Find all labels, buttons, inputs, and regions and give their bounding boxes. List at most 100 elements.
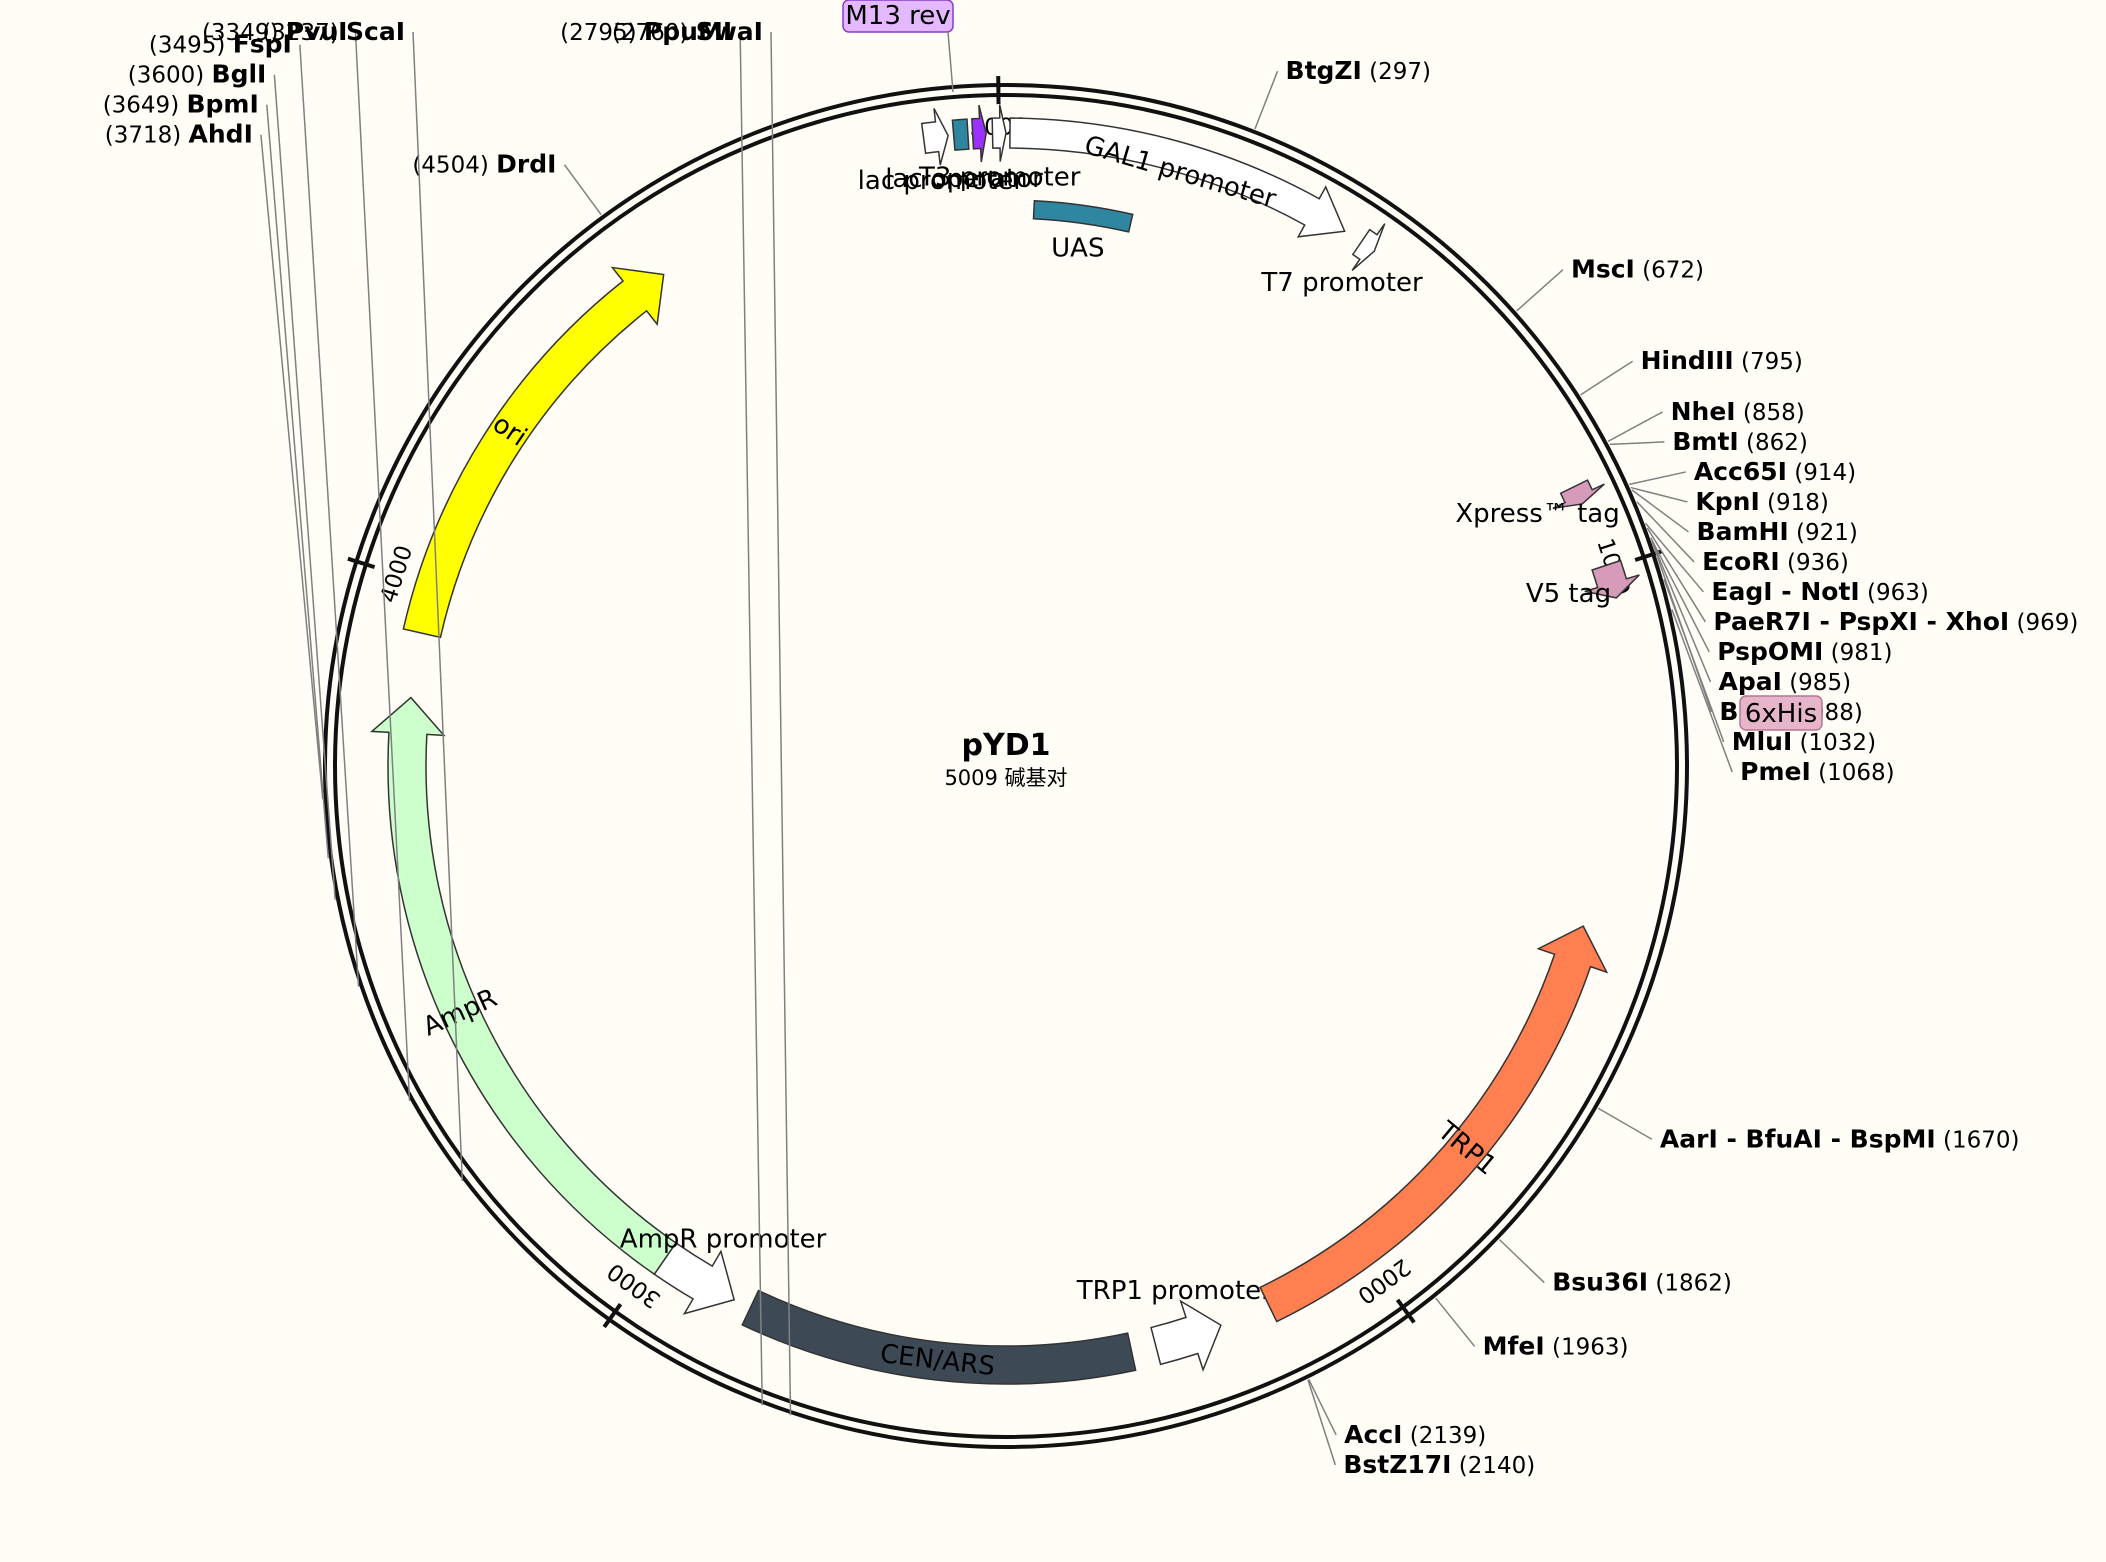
site-position: (3237) <box>262 20 346 46</box>
t7-promoter-shape <box>1351 223 1386 271</box>
uas-label: UAS <box>1051 233 1104 263</box>
trp1-shape <box>1259 925 1609 1323</box>
site-bpmi: (3649) BpmI <box>103 90 329 859</box>
site-label: (3237) ScaI <box>262 17 405 46</box>
xpress-tag-feature: Xpress™ tag <box>1455 479 1620 529</box>
ampr-feature: AmpR <box>369 696 678 1276</box>
site-name: BglI <box>212 60 267 89</box>
site-kpni: KpnI (918) <box>1630 486 1829 516</box>
site-position: (969) <box>2009 610 2078 636</box>
site-name: PspOMI <box>1717 637 1823 666</box>
site-label: (2795) PpuMI <box>560 17 732 46</box>
xpress-tag-label: Xpress™ tag <box>1455 499 1619 529</box>
t7-promoter-feature: T7 promoter <box>1260 223 1423 298</box>
t3-promoter-label: T3 promoter <box>918 163 1081 193</box>
backbone-inner-strand <box>333 93 1679 1439</box>
lac-promoter-label: lac promoter <box>858 166 1025 196</box>
site-mlui: MluI (1032) <box>1663 579 1876 756</box>
site-leader <box>1631 489 1689 533</box>
site-eagi-noti: EagI - NotI (963) <box>1644 522 1929 606</box>
site-name: EcoRI <box>1702 547 1780 576</box>
site-drdi: (4504) DrdI <box>412 150 602 216</box>
site-position: (795) <box>1734 349 1803 375</box>
trp1-feature: TRP1 <box>1259 925 1609 1323</box>
site-name: HindIII <box>1641 346 1734 375</box>
site-leader <box>739 31 763 1406</box>
site-name: BamHI <box>1697 517 1789 546</box>
v5-tag-shape <box>1584 559 1640 599</box>
t3-promoter-shape <box>991 104 1007 162</box>
site-label: BstZ17I (2140) <box>1343 1450 1535 1479</box>
xpress-tag-shape <box>1552 479 1605 510</box>
site-label: EagI - NotI (963) <box>1711 577 1928 606</box>
site-label: (3495) FspI <box>149 30 292 59</box>
site-name: AarI - BfuAI - BspMI <box>1660 1124 1936 1153</box>
site-label: (4504) DrdI <box>412 150 556 179</box>
ampr-promoter-feature: AmpR promoter <box>620 1224 827 1315</box>
site-btgzi: BtgZI (297) <box>1254 56 1432 130</box>
site-label: AarI - BfuAI - BspMI (1670) <box>1660 1124 2020 1153</box>
site-name: DrdI <box>496 150 556 179</box>
site-name: EagI - NotI <box>1711 577 1859 606</box>
site-bmti: BmtI (862) <box>1609 427 1808 456</box>
m13-rev-feature <box>971 104 987 163</box>
site-leader <box>1435 1297 1476 1347</box>
site-position: (1670) <box>1936 1127 2020 1153</box>
site-name: PmeI <box>1740 757 1811 786</box>
site-leader <box>412 31 464 1182</box>
site-position: (862) <box>1739 430 1808 456</box>
site-label: BtgZI (297) <box>1286 56 1432 85</box>
site-fspi: (3495) FspI <box>149 30 360 987</box>
m13-rev-shape <box>971 104 987 163</box>
site-name: BtgZI <box>1286 56 1362 85</box>
site-name: BstZ17I <box>1343 1450 1451 1479</box>
site-leader <box>299 44 360 987</box>
site-leader <box>1636 501 1695 563</box>
m13-rev-label: M13 rev <box>845 1 950 31</box>
site-label: MfeI (1963) <box>1483 1331 1629 1360</box>
site-label: MluI (1032) <box>1732 727 1876 756</box>
lac-promoter-shape <box>920 108 949 166</box>
restriction-sites: BtgZI (297) MscI (672) HindIII (795) NheI (… <box>103 17 2079 1479</box>
site-label: MscI (672) <box>1571 255 1704 284</box>
site-leader <box>1650 537 1710 653</box>
v5-tag-feature: V5 tag <box>1526 559 1640 609</box>
lac-operator-shape <box>951 118 970 151</box>
site-leader <box>1609 441 1665 446</box>
uas-shape <box>1032 199 1134 233</box>
site-name: MfeI <box>1483 1331 1545 1360</box>
site-name: MscI <box>1571 255 1635 284</box>
uas-feature: UAS <box>1032 199 1134 263</box>
trp1-promoter-feature: TRP1 promoter <box>1076 1276 1272 1372</box>
site-leader <box>1498 1239 1545 1284</box>
site-leader <box>1663 579 1725 743</box>
site-bamhi: BamHI (921) <box>1631 489 1858 546</box>
site-bstz17i: BstZ17I (2140) <box>1307 1379 1535 1479</box>
site-position: (918) <box>1760 490 1829 516</box>
site-position: (921) <box>1789 520 1858 546</box>
site-name: NheI <box>1671 397 1736 426</box>
site-leader <box>354 31 411 1101</box>
tick-mark-2000 <box>1395 1298 1416 1324</box>
cen-ars-feature: CEN/ARS <box>741 1289 1137 1385</box>
site-leader <box>260 134 324 800</box>
m13-rev-leader <box>947 31 954 93</box>
site-label: HindIII (795) <box>1641 346 1803 375</box>
ampr-shape <box>369 696 678 1276</box>
ampr-promoter-shape <box>653 1241 736 1315</box>
site-label: (3600) BglI <box>128 60 267 89</box>
site-swai: (2760) SwaI <box>612 17 792 1416</box>
site-leader <box>1629 471 1687 486</box>
site-name: AhdI <box>189 120 253 149</box>
site-label: NheI (858) <box>1671 397 1805 426</box>
site-leader <box>1671 609 1733 773</box>
t7-promoter-label: T7 promoter <box>1260 268 1423 298</box>
site-name: PvuI <box>286 17 348 46</box>
v5-tag-label: V5 tag <box>1526 579 1611 609</box>
site-name: AccI <box>1344 1420 1402 1449</box>
site-position: (1862) <box>1648 1271 1732 1297</box>
trp1-promoter-label: TRP1 promoter <box>1076 1276 1272 1306</box>
site-position: (936) <box>1780 550 1849 576</box>
